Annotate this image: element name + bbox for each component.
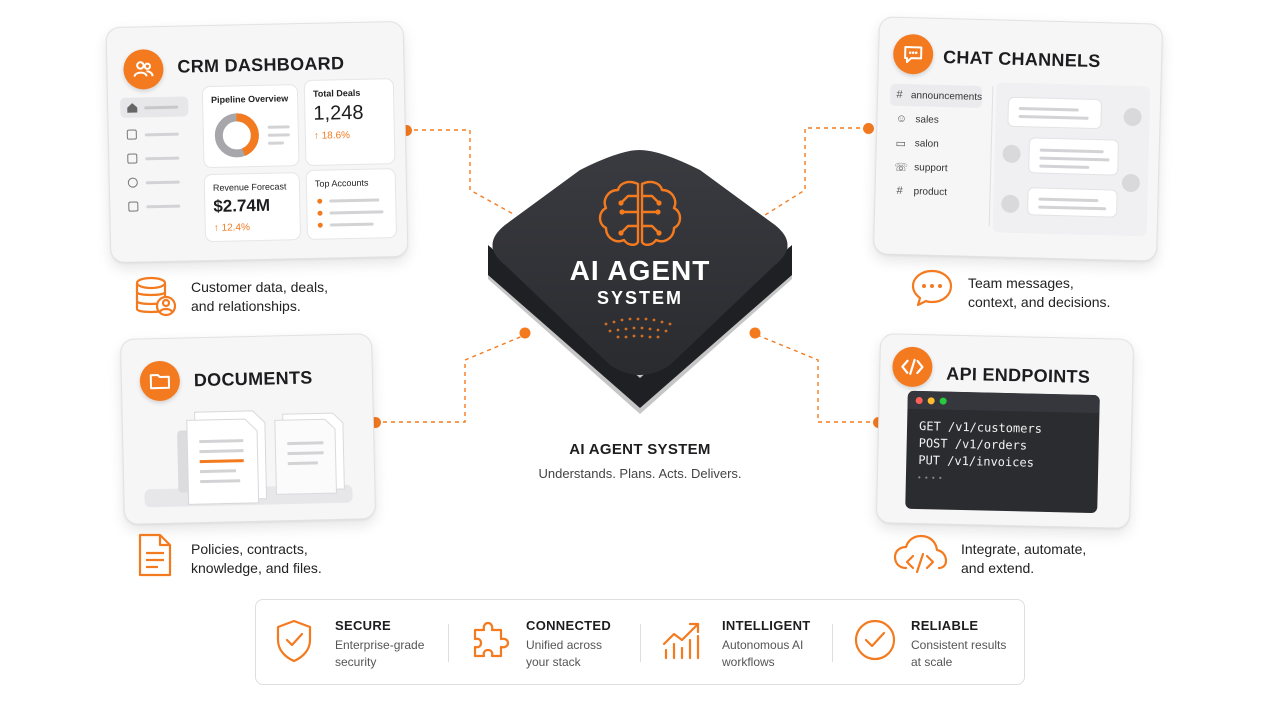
channel-item[interactable]: ☺sales <box>895 112 939 126</box>
crm-sidebar-item[interactable] <box>122 196 190 217</box>
folder-icon <box>139 360 181 402</box>
connector-dot-chat <box>863 123 874 134</box>
code-window-titlebar <box>907 390 1100 414</box>
chat-bubble-outline-icon <box>911 269 953 307</box>
grid-icon <box>126 129 137 140</box>
channel-item[interactable]: ▭salon <box>895 137 939 150</box>
crm-sidebar-item[interactable] <box>121 124 189 145</box>
connector-dot-crm <box>401 125 412 136</box>
documents-title: DOCUMENTS <box>193 367 313 391</box>
api-title: API ENDPOINTS <box>946 363 1091 387</box>
code-ellipsis: • • • • <box>917 473 943 483</box>
chat-title: CHAT CHANNELS <box>942 47 1101 72</box>
check-circle-icon <box>854 619 896 661</box>
top-accounts-panel[interactable]: Top Accounts <box>305 168 398 240</box>
total-deals-panel[interactable]: Total Deals 1,248 ↑ 18.6% <box>303 78 396 166</box>
avatar <box>1121 173 1141 193</box>
chat-channels-card: CHAT CHANNELS #announcements ☺sales ▭sal… <box>872 16 1164 262</box>
documents-card: DOCUMENTS <box>119 333 377 525</box>
checkbox-icon <box>128 201 139 212</box>
chat-bubble-icon <box>892 33 934 75</box>
revenue-value: $2.74M <box>213 195 271 216</box>
center-caption-title: AI AGENT SYSTEM <box>569 441 711 458</box>
home-icon <box>127 103 138 113</box>
crm-sidebar-item[interactable] <box>121 148 189 169</box>
connector-docs <box>375 334 526 423</box>
document-lines-icon <box>138 533 172 577</box>
crm-description: Customer data, deals, and relationships. <box>191 279 328 314</box>
feature-divider <box>448 624 449 662</box>
message-bubble <box>1007 96 1103 130</box>
shield-check-icon <box>276 619 312 663</box>
channel-item[interactable]: ☏support <box>894 161 948 174</box>
crm-dashboard-card: CRM DASHBOARD Pipeline Overview Total De… <box>105 20 409 264</box>
message-pane <box>992 82 1151 237</box>
avatar <box>1123 107 1142 127</box>
connector-crm <box>406 129 516 216</box>
total-deals-value: 1,248 <box>313 101 364 125</box>
account-dot <box>317 210 323 216</box>
pipeline-overview-panel[interactable]: Pipeline Overview <box>201 84 300 169</box>
pipeline-donut-chart <box>214 113 259 158</box>
revenue-forecast-panel[interactable]: Revenue Forecast $2.74M ↑ 12.4% <box>203 172 302 243</box>
hub-title: AI AGENT <box>569 255 711 286</box>
crm-title: CRM DASHBOARD <box>177 53 345 77</box>
document-icon <box>127 153 138 164</box>
api-endpoints-card: API ENDPOINTS GET /v1/customers POST /v1… <box>875 333 1135 529</box>
revenue-delta: ↑ 12.4% <box>213 222 251 234</box>
code-window: GET /v1/customers POST /v1/orders PUT /v… <box>905 390 1100 514</box>
database-user-icon <box>135 276 177 317</box>
channel-list: #announcements ☺sales ▭salon ☏support #p… <box>887 83 987 228</box>
connector-api <box>756 334 878 423</box>
hub-subtitle: SYSTEM <box>596 288 683 308</box>
code-brackets-icon <box>891 346 933 388</box>
api-endpoint-line: PUT /v1/invoices <box>918 453 1035 470</box>
avatar <box>1002 144 1021 164</box>
file-stack-illustration <box>144 410 353 508</box>
growth-chart-icon <box>662 622 700 660</box>
brain-circuit-icon <box>598 180 682 246</box>
api-endpoint-line: GET /v1/customers <box>918 419 1043 436</box>
account-dot <box>317 222 323 228</box>
crm-sidebar-home[interactable] <box>120 96 189 118</box>
chat-description: Team messages, context, and decisions. <box>968 275 1111 310</box>
channel-item[interactable]: #announcements <box>889 83 983 109</box>
window-minimize-dot[interactable] <box>927 397 935 405</box>
avatar <box>1001 194 1020 214</box>
account-dot <box>317 198 323 204</box>
api-endpoint-line: POST /v1/orders <box>918 436 1028 453</box>
users-icon <box>123 48 164 90</box>
feature-divider <box>640 624 641 662</box>
person-icon <box>127 177 138 188</box>
documents-description: Policies, contracts, knowledge, and file… <box>191 541 322 576</box>
crm-sidebar-item[interactable] <box>122 172 190 193</box>
puzzle-icon <box>473 621 510 658</box>
cloud-code-icon <box>893 534 948 574</box>
connector-dot-docs <box>370 417 381 428</box>
message-bubble <box>1028 137 1120 176</box>
center-caption-subtitle: Understands. Plans. Acts. Delivers. <box>538 466 742 481</box>
total-deals-delta: ↑ 18.6% <box>313 130 351 142</box>
feature-divider <box>832 624 833 662</box>
channel-item[interactable]: #product <box>896 184 948 198</box>
api-description: Integrate, automate, and extend. <box>961 541 1087 576</box>
message-bubble <box>1027 187 1118 218</box>
